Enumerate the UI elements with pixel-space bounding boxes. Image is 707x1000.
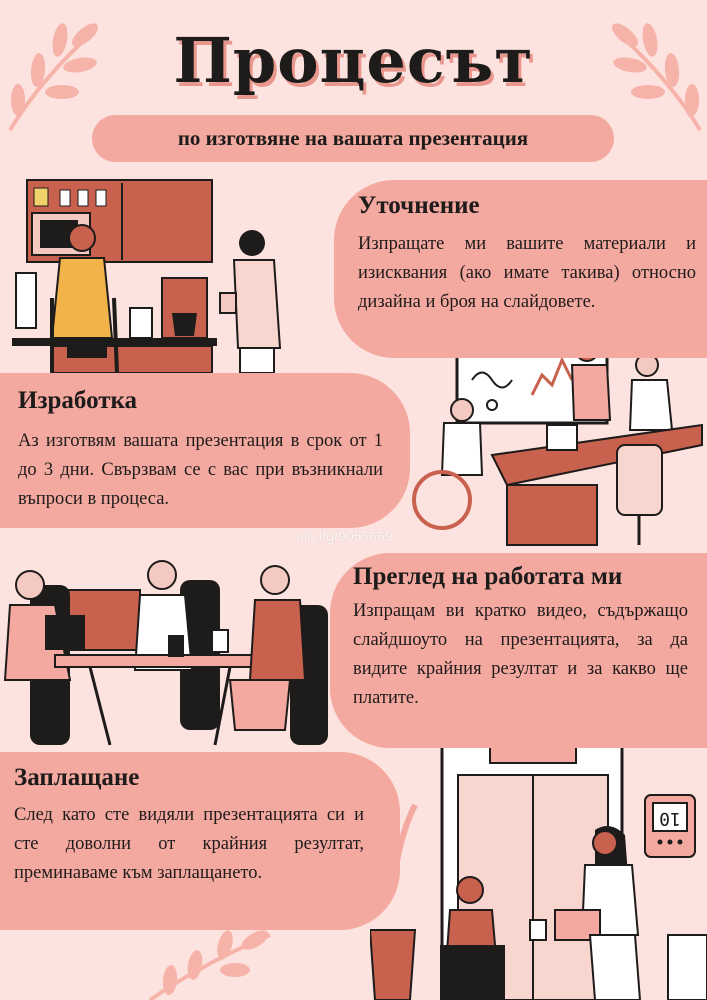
elevator-floor-number: 10	[659, 808, 681, 829]
step-card-production: Изработка Аз изготвям вашата презентация…	[0, 373, 410, 528]
step-text: Изпращате ми вашите материали и изискван…	[358, 234, 696, 312]
step-heading: Преглед на работата ми	[353, 563, 623, 590]
step-text: Изпращам ви кратко видео, съдържащо слай…	[353, 601, 688, 708]
kitchen-illustration	[12, 179, 282, 373]
page-title: Процесът	[173, 24, 534, 97]
office-illustration	[412, 335, 703, 546]
step-text: Аз изготвям вашата презентация в срок от…	[18, 431, 383, 509]
step-heading: Изработка	[18, 387, 138, 414]
elevator-illustration: 10	[370, 735, 707, 1000]
step-heading: Заплащане	[14, 764, 140, 791]
step-card-clarification: Уточнение Изпращате ми вашите материали …	[334, 180, 707, 358]
step-heading: Уточнение	[358, 192, 480, 219]
step-card-review: Преглед на работата ми Изпращам ви кратк…	[330, 553, 707, 748]
meeting-illustration	[3, 560, 328, 746]
leaf-decoration-top-left	[8, 23, 99, 132]
leaf-decoration-bottom	[148, 930, 271, 1000]
step-text: След като сте видяли презентацията си и …	[14, 805, 364, 883]
step-card-payment: Заплащане След като сте видяли презентац…	[0, 752, 400, 930]
page-subtitle: по изготвяне на вашата презентация	[92, 115, 614, 162]
watermark: alo.bg/9055669	[296, 528, 393, 544]
leaf-decoration-top-right	[611, 23, 702, 132]
